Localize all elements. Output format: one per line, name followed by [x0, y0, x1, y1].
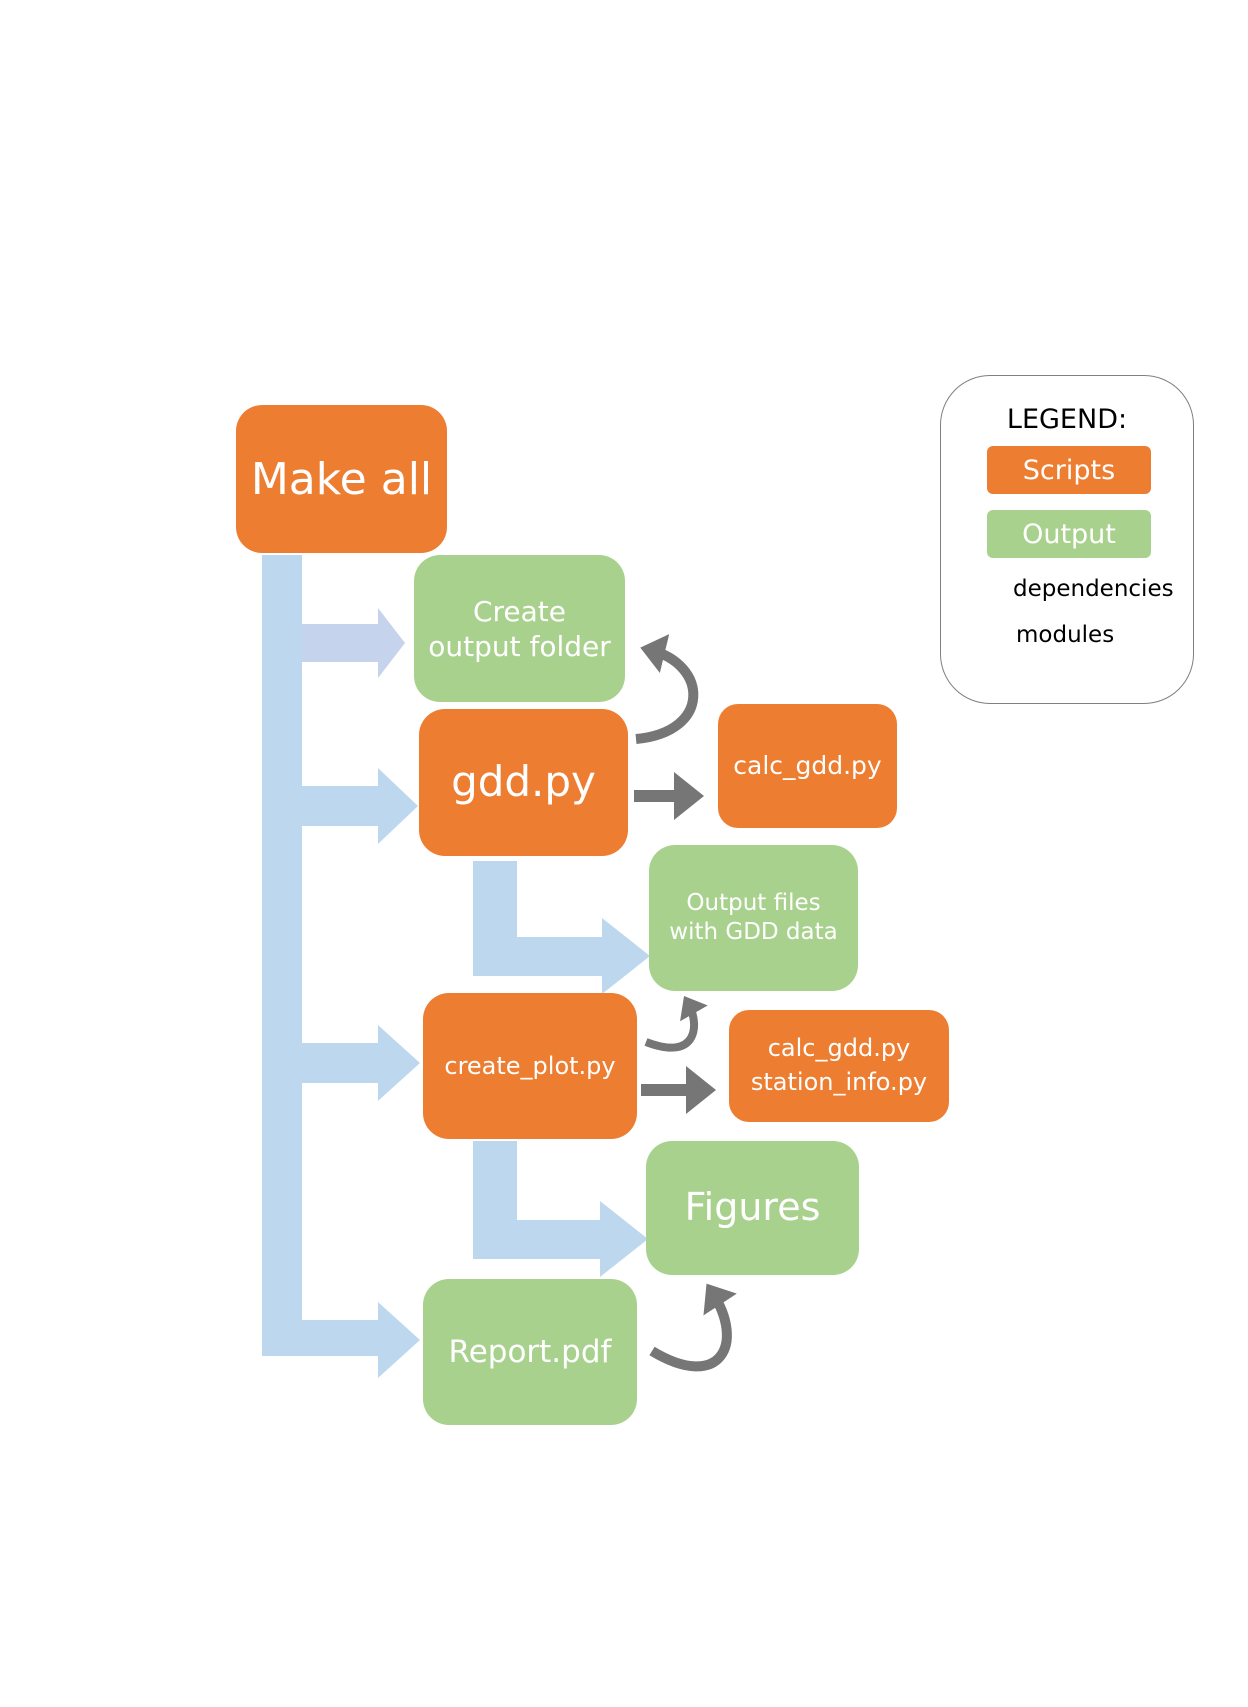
figures-node[interactable]: Figures	[646, 1141, 859, 1275]
flow-arrow-gdd	[302, 768, 418, 844]
flow-arrow-output-files	[473, 861, 650, 994]
create-plot-py-node[interactable]: create_plot.py	[423, 993, 637, 1139]
make-all-node[interactable]: Make all	[236, 405, 447, 553]
flow-arrow-create-plot	[302, 1025, 420, 1101]
dependency-arrow-plot-output	[644, 996, 708, 1052]
legend-box: LEGEND: Scripts Output dependencies modu…	[940, 375, 1194, 704]
calc-station-modules-node[interactable]: calc_gdd.py station_info.py	[729, 1010, 949, 1122]
flow-spine	[262, 555, 302, 1356]
create-output-folder-node[interactable]: Create output folder	[414, 555, 625, 702]
gdd-py-node[interactable]: gdd.py	[419, 709, 628, 856]
output-files-node[interactable]: Output files with GDD data	[649, 845, 858, 991]
report-pdf-node[interactable]: Report.pdf	[423, 1279, 637, 1425]
calc-gdd-py-node[interactable]: calc_gdd.py	[718, 704, 897, 828]
legend-output-swatch: Output	[987, 510, 1151, 558]
dependency-arrow-report-figures	[649, 1283, 737, 1372]
flow-arrow-figures	[473, 1141, 648, 1277]
legend-dependencies-label: dependencies	[1013, 576, 1174, 602]
flow-arrow-create-folder	[302, 608, 405, 678]
legend-title: LEGEND:	[1006, 404, 1128, 435]
dependency-arrow-gdd-folder	[635, 634, 699, 744]
legend-scripts-swatch: Scripts	[987, 446, 1151, 494]
flow-arrow-report	[302, 1302, 420, 1378]
legend-modules-label: modules	[1016, 622, 1115, 648]
